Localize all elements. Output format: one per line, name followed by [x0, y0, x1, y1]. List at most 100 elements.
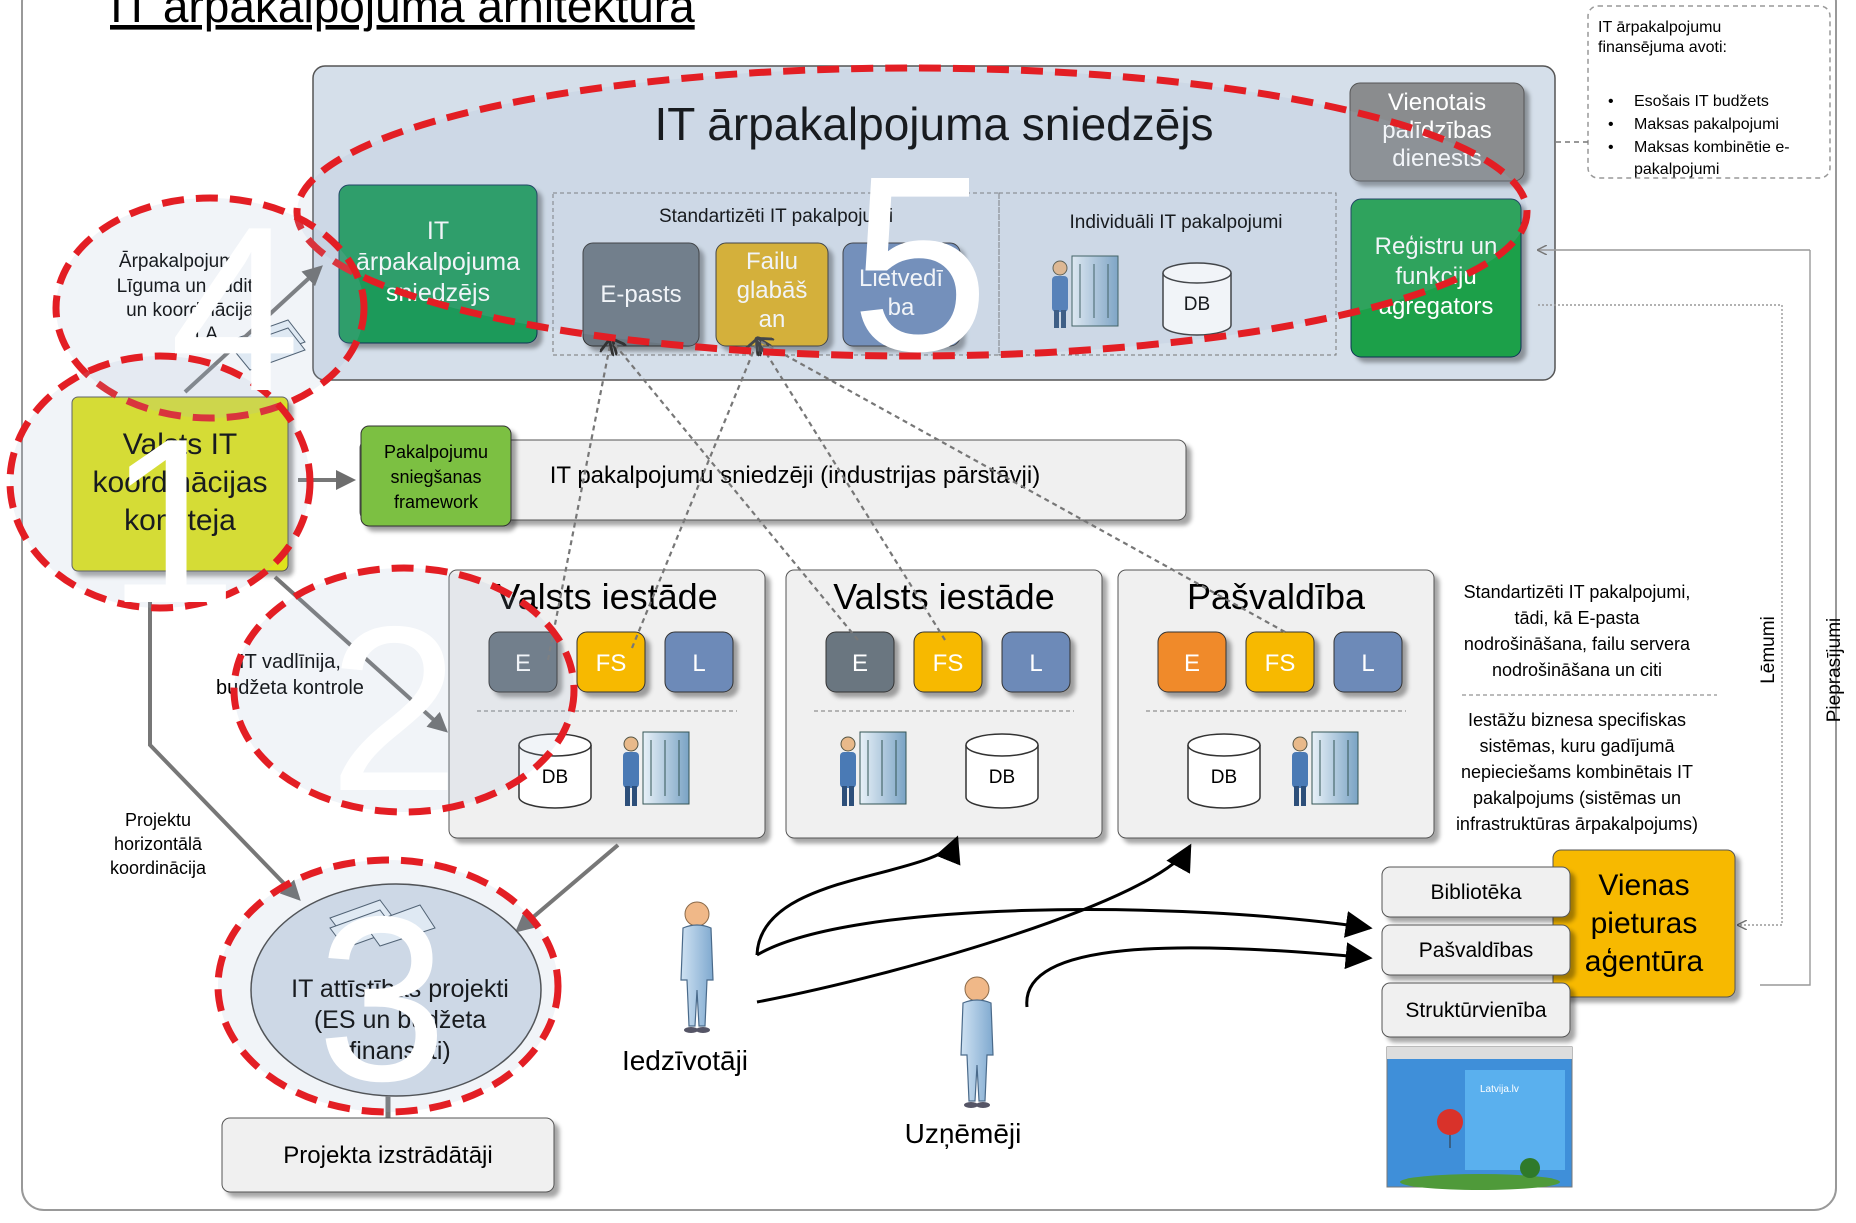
entrepreneurs-label: Uzņēmēji: [905, 1118, 1022, 1149]
guideline-label: IT vadlīnija,: [239, 651, 341, 673]
outsourcing-label: Ārpakalpojum: [119, 251, 235, 272]
file-storage-label: glabāš: [737, 277, 808, 304]
finance-bullet: Maksas kombinētie e-: [1634, 139, 1790, 156]
industry-bar: [359, 439, 1187, 521]
email-badge-label: E: [852, 650, 868, 677]
marker-2: 2: [329, 577, 460, 840]
email-badge-label: E: [1184, 650, 1200, 677]
svg-text:tādi, kā E-pasta: tādi, kā E-pasta: [1514, 608, 1640, 628]
highlight-ellipses: [6, 64, 1531, 1116]
one-stop-label: aģentūra: [1585, 945, 1704, 978]
website-thumbnail: Latvija.lv: [1386, 1046, 1573, 1190]
file-storage-badge-label: FS: [933, 650, 964, 677]
developers-box: [221, 1117, 555, 1193]
developers-label: Projekta izstrādātāji: [283, 1142, 492, 1169]
database-label: DB: [1211, 767, 1237, 788]
server-admin-icon: [1292, 731, 1359, 806]
entrepreneur-person-icon: [960, 976, 994, 1108]
coordination-label: Valsts IT: [123, 428, 237, 461]
email-service: [582, 242, 700, 347]
institutions: Valsts iestādeEFSLDBValsts iestādeEFSLDB…: [448, 569, 1435, 839]
registry-label: agregators: [1379, 293, 1494, 320]
svg-text:nepieciešams kombinētais IT: nepieciešams kombinētais IT: [1461, 762, 1693, 782]
svg-text:•: •: [1608, 139, 1614, 156]
svg-text:•: •: [1608, 93, 1614, 110]
finance-bullet: Maksas pakalpojumi: [1634, 116, 1779, 133]
one-stop-label: Vienas: [1598, 869, 1689, 902]
it-provider-label: ārpakalpojuma: [356, 248, 520, 276]
page-title: IT ārpakalpojuma arhitektūra: [110, 0, 695, 32]
svg-text:Standartizēti IT pakalpojumi,: Standartizēti IT pakalpojumi,: [1464, 582, 1691, 602]
industry-label: IT pakalpojumu sniedzēji (industrijas pā…: [550, 462, 1040, 489]
requests-line: [1760, 250, 1811, 986]
institution-title: Valsts iestāde: [833, 576, 1054, 617]
file-storage-badge: [913, 631, 983, 693]
finance-heading: IT ārpakalpojumu: [1598, 19, 1721, 36]
email-badge-label: E: [515, 650, 531, 677]
svg-text:pakalpojums (sistēmas un: pakalpojums (sistēmas un: [1473, 788, 1681, 808]
outsourcing-contract: Ārpakalpojum Līguma un audita un koordin…: [117, 251, 306, 371]
provider-title: IT ārpakalpojuma sniedzējs: [654, 98, 1213, 150]
file-storage-label: Failu: [746, 248, 798, 275]
channel-label: Pašvaldības: [1419, 939, 1533, 962]
svg-text:nodrošināšana, failu servera: nodrošināšana, failu servera: [1464, 634, 1691, 654]
coordination-to-provider-arrow: [183, 265, 323, 394]
one-stop-agency-box: [1552, 849, 1736, 998]
channel-structural-unit: [1381, 982, 1571, 1038]
channel-library: [1381, 866, 1571, 918]
number-markers: 5 4 1 2 3: [107, 124, 990, 1130]
provider-panel: IT ārpakalpojuma sniedzējs Vienotais pal…: [312, 65, 1556, 381]
coordination-label: koordinācijas: [92, 466, 267, 499]
finance-sources-box: IT ārpakalpojumu finansējuma avoti: • Es…: [1587, 5, 1831, 179]
database-icon: DB: [518, 733, 592, 809]
finance-bullet: Esošais IT budžets: [1634, 93, 1769, 110]
marker-1: 1: [107, 389, 238, 652]
framework-label: Pakalpojumu: [384, 442, 488, 462]
residents-label: Iedzīvotāji: [622, 1045, 748, 1076]
right-descriptions: Standartizēti IT pakalpojumi, tādi, kā E…: [1456, 582, 1717, 834]
requests-label: Pieprasījumi: [1824, 618, 1845, 723]
framework-label: sniegšanas: [390, 467, 481, 487]
svg-text:•: •: [1608, 116, 1614, 133]
individual-services-region: [998, 192, 1337, 356]
individual-services-label: Individuāli IT pakalpojumi: [1070, 212, 1283, 233]
horizontal-label: horizontālā: [114, 834, 203, 854]
file-storage-badge: [1245, 631, 1315, 693]
database-icon: DB: [1187, 733, 1261, 809]
website-label: Latvija.lv: [1480, 1084, 1519, 1095]
database-label: DB: [989, 767, 1015, 788]
service-links: [546, 340, 1286, 661]
channel-label: Struktūrvienība: [1405, 999, 1547, 1022]
institution-title: Pašvaldība: [1187, 576, 1366, 617]
file-storage-badge-label: FS: [596, 650, 627, 677]
standard-services-label: Standartizēti IT pakalpojumi: [659, 206, 893, 227]
it-provider-label: IT: [427, 217, 449, 245]
projects-label: finansēti): [349, 1037, 450, 1065]
svg-text:sistēmas, kuru gadījumā: sistēmas, kuru gadījumā: [1479, 736, 1675, 756]
email-badge: [488, 631, 558, 693]
database-label: DB: [1184, 294, 1210, 315]
email-badge: [825, 631, 895, 693]
svg-text:nodrošināšana un citi: nodrošināšana un citi: [1492, 660, 1662, 680]
records-badge: [1333, 631, 1403, 693]
guideline-label: budžeta kontrole: [216, 677, 364, 699]
marker-5: 5: [850, 124, 989, 403]
decisions-line: [1538, 304, 1783, 925]
horizontal-label: Projektu: [125, 810, 191, 830]
email-badge: [1157, 631, 1227, 693]
framework-box: [360, 425, 512, 527]
decisions-label: Lēmumi: [1758, 616, 1779, 684]
records-badge-label: L: [1029, 650, 1042, 677]
outsourcing-label: Līguma un audita: [117, 276, 264, 297]
finance-bullet: pakalpojumi: [1634, 161, 1719, 178]
horizontal-coordination-arrow: [148, 592, 301, 901]
database-icon: DB: [1162, 262, 1232, 336]
records-badge-label: L: [692, 650, 705, 677]
marker-3: 3: [317, 867, 448, 1130]
documents-icon: [329, 899, 436, 949]
marker-4: 4: [170, 177, 301, 440]
horizontal-label: koordinācija: [110, 858, 207, 878]
